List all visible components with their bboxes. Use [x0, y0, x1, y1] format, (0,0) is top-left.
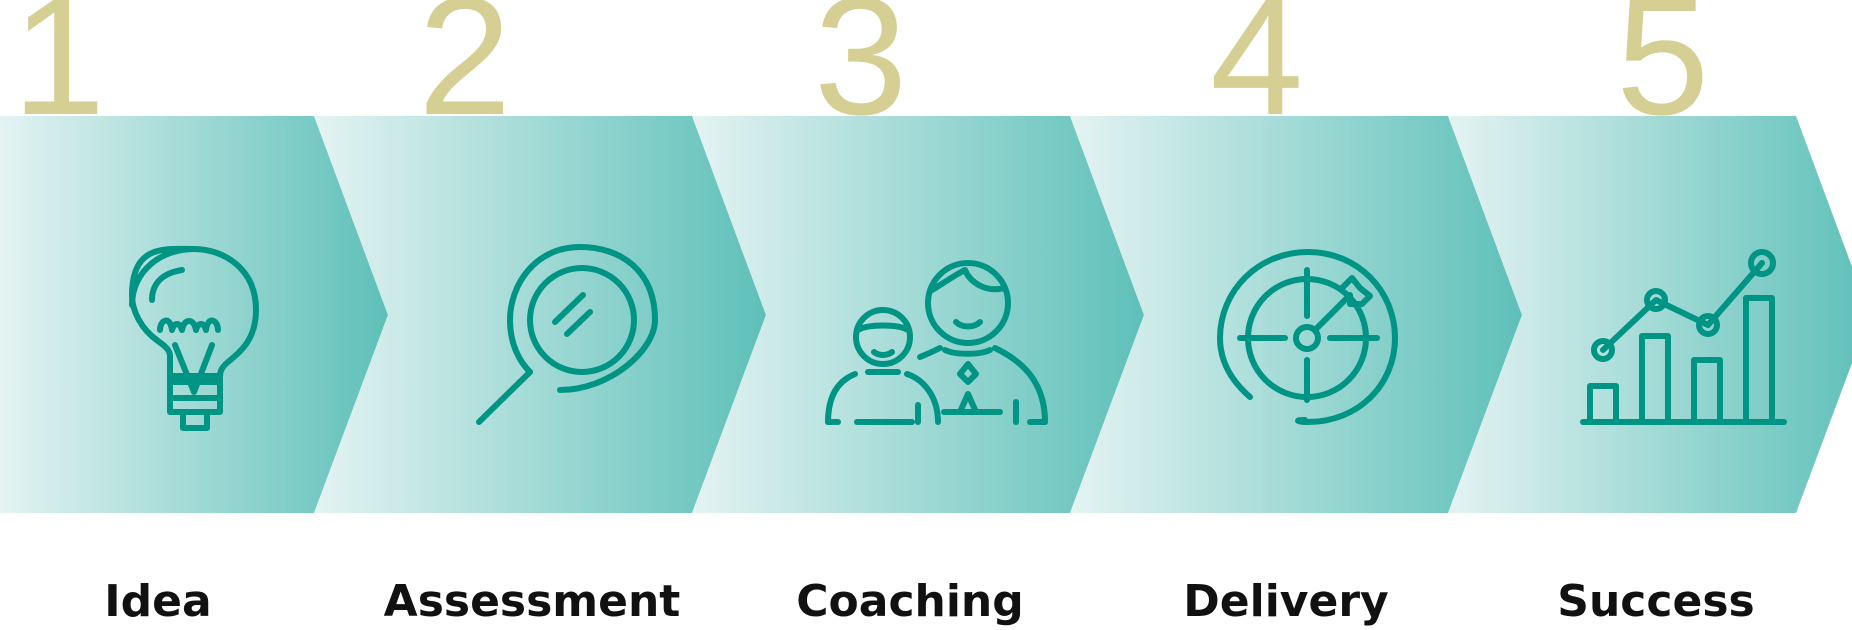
chevron-step-3 — [692, 116, 1144, 513]
step-number-5: 5 — [1616, 0, 1710, 150]
step-number-1: 1 — [12, 0, 106, 150]
growth-chart-icon — [1580, 249, 1787, 425]
step-label-5: Success — [1557, 576, 1755, 627]
step-label-2: Assessment — [383, 576, 681, 627]
magnifier-icon — [476, 244, 658, 425]
step-number-3: 3 — [814, 0, 908, 150]
chevron-step-1 — [0, 116, 388, 513]
lightbulb-icon — [129, 245, 259, 431]
step-label-3: Coaching — [796, 576, 1024, 627]
step-label-4: Delivery — [1183, 576, 1389, 627]
chevron-step-2 — [314, 116, 766, 513]
step-label-1: Idea — [104, 576, 212, 627]
step-number-2: 2 — [418, 0, 512, 150]
target-dart-icon — [1217, 249, 1398, 425]
mentor-people-icon — [825, 260, 1048, 425]
step-number-4: 4 — [1210, 0, 1304, 150]
chevron-step-5 — [1448, 116, 1852, 513]
chevron-step-4 — [1070, 116, 1522, 513]
